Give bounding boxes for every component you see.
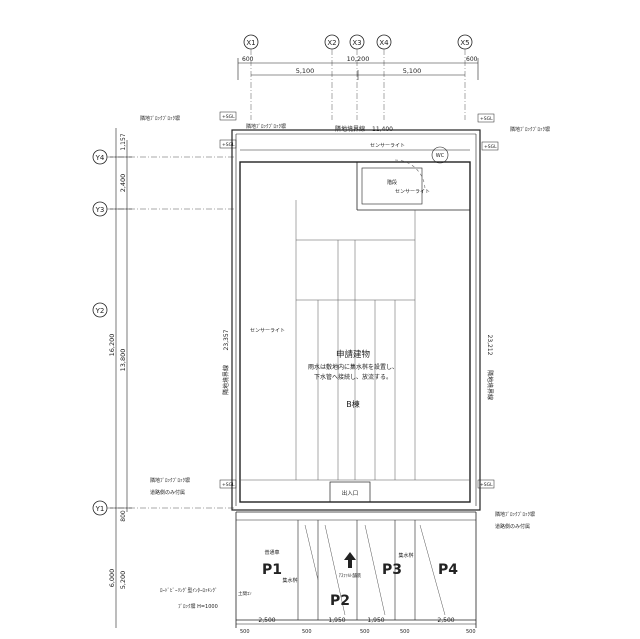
dim-left-bottom-small: 800 [120,510,127,522]
grid-x3-label: X3 [352,39,361,47]
svg-text:P2: P2 [330,593,350,609]
sensor-light-right: センサーライト [395,189,430,195]
dim-top-edge-right: 600 [466,56,478,63]
parking-stall-4: P4 [438,562,458,578]
dim-left-bottom-total: 6,000 [108,569,116,588]
dim-top-total: 10,200 [347,55,370,63]
boundary-top-label: 隣地境界線 [335,125,365,133]
grid-y2-label: Y2 [95,307,105,315]
building-note-line2: 下水管へ接続し、放流する。 [314,373,392,381]
dim-bottom-4: 2,500 [437,617,454,624]
level-mark: +SGL [480,482,493,488]
parking-prefix: P [438,562,448,578]
entrance-label: 出入口 [342,489,359,497]
parking-number: 3 [392,562,402,578]
dim-left-bottom: 5,200 [119,571,127,590]
svg-text:P4: P4 [438,562,458,578]
dim-top-edge-left: 600 [242,56,254,63]
top-dimensions: 600 10,200 600 5,100 5,100 [237,55,479,80]
sensor-light-top: センサーライト [370,143,405,149]
block-wall-left-top-note: 隣地ﾌﾞﾛｯｸﾌﾞﾛｯｸ塀 [140,115,180,122]
entrance-arrow-icon [344,552,356,568]
dim-top-right: 5,100 [403,67,422,75]
level-mark: +SGL [222,482,235,488]
parking-prefix: P [262,562,272,578]
catch-basin-label: 集水桝 [398,552,413,559]
parking-prefix: P [382,562,392,578]
dim-boundary-top: 11,400 [372,126,393,133]
grid-x2-label: X2 [327,39,336,47]
building-note-line1: 雨水は敷地内に集水桝を設置し、 [308,363,398,371]
stair-label: 階段 [387,179,397,186]
interlocking-note: ﾛｰﾄﾞﾋﾞｰﾘﾝｸﾞ型ｲﾝﾀｰﾛｯｷﾝｸﾞ [160,587,218,594]
dim-boundary-left: 23,357 [223,329,230,350]
block-wall-top-note: 隣地ﾌﾞﾛｯｸﾌﾞﾛｯｸ塀 [246,123,286,130]
dim-bottom-small: 500 [302,629,312,635]
parking-number: 2 [340,593,350,609]
left-dimensions: 16,200 13,800 2,400 1,157 6,000 5,200 80… [108,128,132,628]
block-wall-right-low-note: 隣地ﾌﾞﾛｯｸﾌﾞﾛｯｸ塀 [495,511,535,518]
level-mark: +SGL [222,142,235,148]
dim-bottom-small: 500 [240,629,250,635]
dim-bottom-small: 500 [360,629,370,635]
dim-bottom-3: 1,950 [367,617,384,624]
grid-x4-label: X4 [379,39,389,47]
parking-stall-3: P3 集水桝 [382,552,414,578]
site-boundary: 隣地境界線 11,400 隣地ﾌﾞﾛｯｸﾌﾞﾛｯｸ塀 隣地ﾌﾞﾛｯｸﾌﾞﾛｯｸ塀… [140,115,550,511]
parking-number: 4 [448,562,458,578]
boundary-left-label: 隣地境界線 [222,365,230,395]
grid-x1-label: X1 [246,39,255,47]
dim-boundary-right: 23,212 [486,335,493,356]
building-labels: 申請建物 雨水は敷地内に集水桝を設置し、 下水管へ接続し、放流する。 B棟 [308,349,398,409]
dim-bottom-small: 500 [400,629,410,635]
grid-y1-label: Y1 [95,505,105,513]
lower-wall-notes: 隣地ﾌﾞﾛｯｸﾌﾞﾛｯｸ塀 隣地ﾌﾞﾛｯｸﾌﾞﾛｯｸ塀 道路側のみ付属 道路側の… [150,477,535,530]
block-wall-left-low-note: 隣地ﾌﾞﾛｯｸﾌﾞﾛｯｸ塀 [150,477,190,484]
parking-prefix: P [330,593,340,609]
road-note: 道路側のみ付属 [495,523,530,530]
concrete-note: 土間ｺﾝ [238,590,252,597]
grid-rows: Y4 Y3 Y2 Y1 [92,149,236,516]
dim-top-left: 5,100 [296,67,315,75]
level-mark: +SGL [484,144,497,150]
bottom-dimensions: 2,500 1,950 1,950 2,500 500 500 500 500 … [236,617,476,635]
level-mark: +SGL [480,116,493,122]
parking-number: 1 [272,562,282,578]
catch-basin-label: 集水桝 [282,577,297,584]
level-marks: +SGL +SGL +SGL +SGL +SGL +SGL [219,111,499,489]
sensor-light-left: センサーライト [250,328,285,334]
dim-bottom-2: 1,950 [328,617,345,624]
building-interior-lines [240,200,470,481]
parking-stall-1: P1 普通車 集水桝 [262,549,298,584]
level-mark: +SGL [222,114,235,120]
grid-y3-label: Y3 [95,206,105,214]
building-title: 申請建物 [336,349,371,360]
grid-x5-label: X5 [460,39,469,47]
wc-label: WC [436,153,445,159]
svg-text:P3: P3 [382,562,402,578]
svg-text:P1: P1 [262,562,282,578]
dim-bottom-small: 500 [466,629,476,635]
entrance: 出入口 [329,481,371,503]
parking-area: ｱｽﾌｧﾙﾄ舗装 ﾛｰﾄﾞﾋﾞｰﾘﾝｸﾞ型ｲﾝﾀｰﾛｯｷﾝｸﾞ 土間ｺﾝ ﾌﾞﾛ… [160,511,477,628]
block-wall-ops: ﾌﾞﾛｯｸ塀 H=1000 [178,603,218,610]
grid-y4-label: Y4 [95,154,105,162]
building-name: B棟 [346,399,360,409]
parking-stall-2: P2 [330,593,350,609]
asphalt-note: ｱｽﾌｧﾙﾄ舗装 [339,572,362,579]
boundary-right-label: 隣地境界線 [486,370,494,400]
grid-columns: X1 X2 X3 X4 X5 [243,34,473,120]
parking-stalls: P1 普通車 集水桝 P2 P3 集水桝 P4 [262,549,458,609]
dim-left-small: 1,157 [120,133,127,150]
road-note-left: 道路側のみ付属 [150,489,185,496]
block-wall-right-note: 隣地ﾌﾞﾛｯｸﾌﾞﾛｯｸ塀 [510,126,550,133]
dim-left-total: 16,200 [108,334,116,357]
parking-badge: 普通車 [264,549,279,556]
dim-left-top: 2,400 [119,174,127,193]
dim-left-inner: 13,800 [119,349,127,372]
dim-bottom-1: 2,500 [258,617,275,624]
